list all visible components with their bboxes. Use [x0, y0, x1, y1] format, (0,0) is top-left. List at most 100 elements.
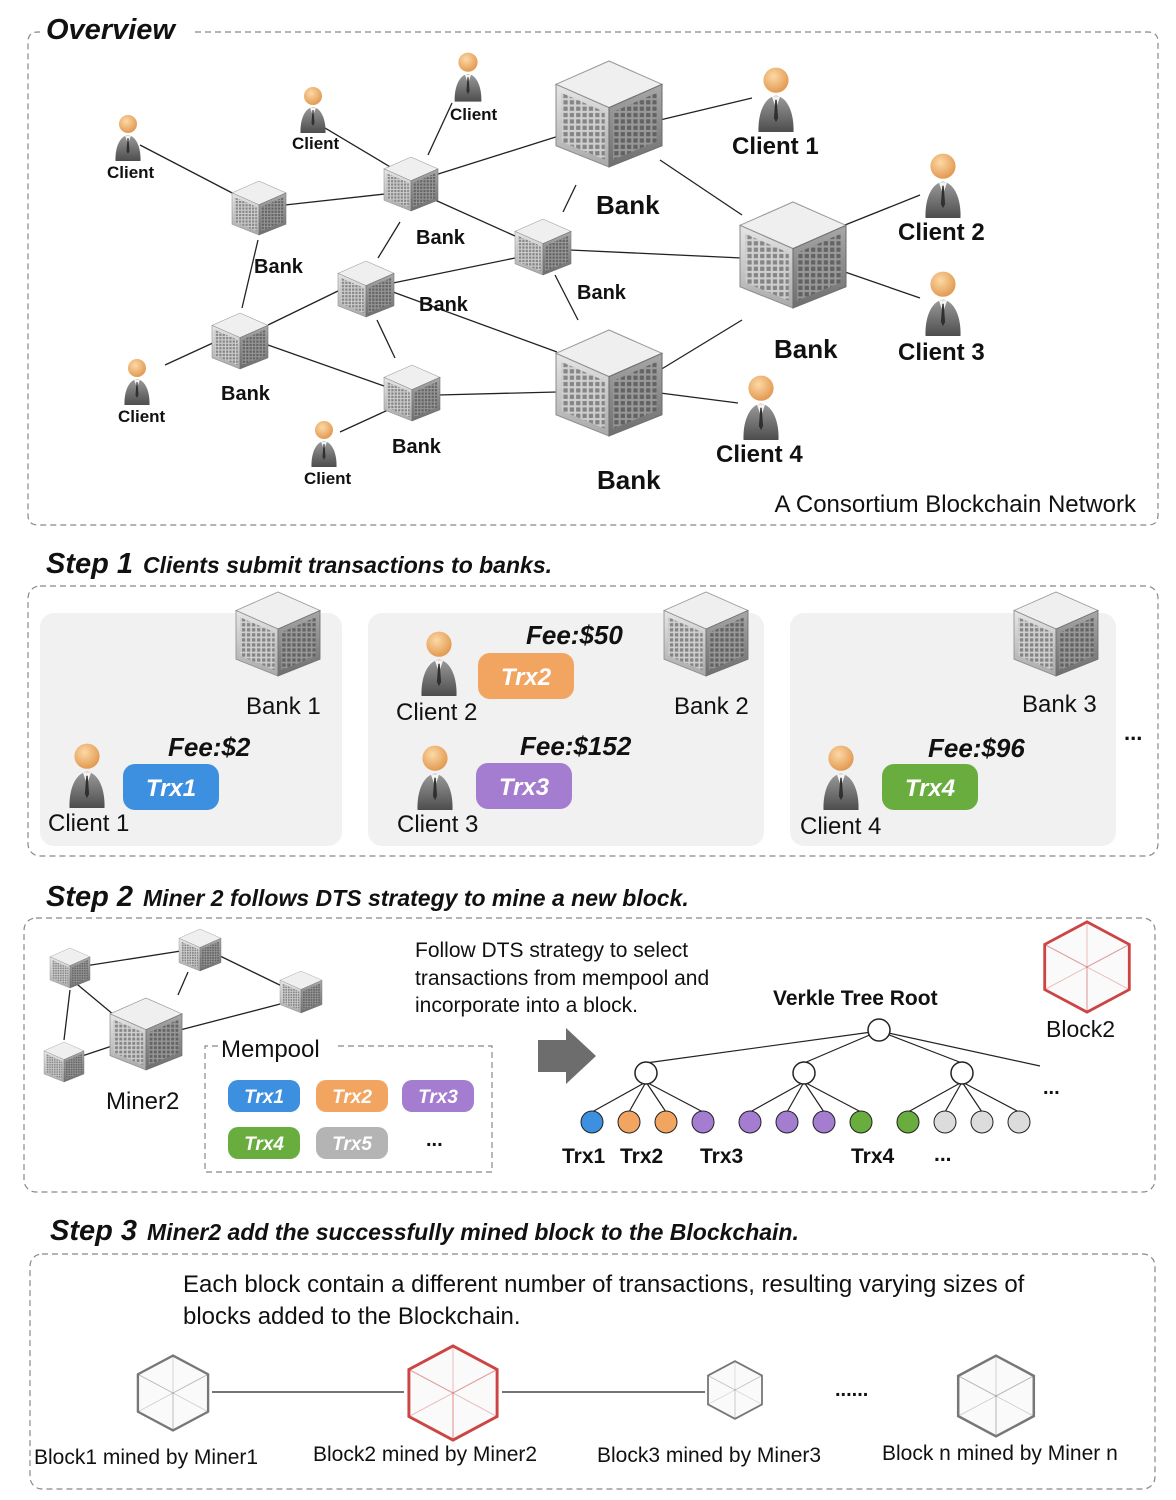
- building-icon: [109, 997, 183, 1071]
- building-icon: [1013, 591, 1099, 677]
- cube-icon: [136, 1354, 210, 1432]
- mempool-items: Trx1 Trx2 Trx3 Trx4 Trx5 ...: [228, 1080, 474, 1159]
- bank-label: Bank: [419, 294, 469, 316]
- leaf-trx3: [775, 1110, 799, 1134]
- step3-text-line-2: blocks added to the Blockchain.: [183, 1303, 521, 1330]
- building-icon: [235, 591, 321, 677]
- trx4-label: Trx4: [905, 775, 955, 802]
- cube-icon: [407, 1344, 499, 1442]
- person-icon: [300, 87, 326, 133]
- step1-label: Step 1: [46, 548, 133, 580]
- building-icon: [663, 591, 749, 677]
- building-icon: [211, 312, 269, 370]
- mempool-title: Mempool: [221, 1036, 320, 1063]
- cube-icon: [956, 1354, 1036, 1438]
- step1-desc: Clients submit transactions to banks.: [143, 552, 552, 578]
- tree-root-node: [867, 1018, 891, 1042]
- bank-label: Bank: [596, 190, 660, 220]
- bank2-label: Bank 2: [674, 693, 749, 720]
- building-icon: [739, 201, 847, 309]
- mempool-trx3: [402, 1080, 474, 1112]
- step2-desc: Miner 2 follows DTS strategy to mine a n…: [143, 885, 689, 911]
- bank3-panel: [790, 613, 1116, 846]
- arrow-icon: [538, 1028, 596, 1084]
- step1-section: Step 1 Clients submit transactions to ban…: [27, 548, 1159, 857]
- step1-border: [27, 585, 1159, 857]
- leaf-trx1: [580, 1110, 604, 1134]
- client-label: Client: [292, 134, 340, 153]
- client-2-label: Client 2: [898, 219, 985, 246]
- overview-title: Overview: [46, 14, 177, 46]
- mempool-trx1: [228, 1080, 300, 1112]
- person-icon: [743, 375, 779, 440]
- person-icon: [925, 271, 961, 336]
- building-icon: [383, 156, 439, 212]
- client-label: Client: [107, 163, 155, 182]
- tree-more: ...: [1043, 1077, 1060, 1099]
- leaf-empty: [970, 1110, 994, 1134]
- step2-heading: Step 2 Miner 2 follows DTS strategy to mi…: [46, 881, 689, 913]
- leaf-trx3: [812, 1110, 836, 1134]
- step3-text-line-1: Each block contain a different number of…: [183, 1271, 1025, 1298]
- leaf-trx3: [738, 1110, 762, 1134]
- building-icon: [555, 60, 663, 168]
- bank1-label: Bank 1: [246, 693, 321, 720]
- person-icon: [124, 359, 150, 405]
- client2-label: Client 2: [396, 699, 477, 726]
- trx2-chip: [478, 653, 574, 699]
- trx4-chip: [882, 764, 978, 810]
- step1-more: ...: [1124, 720, 1142, 745]
- mempool-border: [204, 1045, 493, 1173]
- trx3-chip: [476, 763, 572, 809]
- building-icon: [231, 180, 287, 236]
- client-label: Client: [304, 469, 352, 488]
- client-1-label: Client 1: [732, 133, 819, 160]
- bank-label: Bank: [392, 436, 442, 458]
- bank2-panel: [368, 613, 764, 846]
- client-label: Client: [450, 105, 498, 124]
- mempool-trx1-label: Trx1: [244, 1087, 284, 1108]
- miner2-label: Miner2: [106, 1088, 179, 1115]
- step1-heading: Step 1 Clients submit transactions to ban…: [46, 548, 552, 580]
- block2-mined-label: Block2 mined by Miner2: [313, 1443, 537, 1466]
- mempool-trx5-label: Trx5: [332, 1134, 372, 1155]
- leaf-trx4: [849, 1110, 873, 1134]
- client-3-label: Client 3: [898, 339, 985, 366]
- leaf-empty: [933, 1110, 957, 1134]
- building-icon: [383, 364, 441, 422]
- tree-node: [950, 1061, 974, 1085]
- leaf-trx4: [896, 1110, 920, 1134]
- client4-label: Client 4: [800, 813, 881, 840]
- leaf-label-trx2: Trx2: [620, 1145, 663, 1168]
- person-icon: [758, 67, 794, 132]
- step2-border: [23, 917, 1156, 1193]
- building-icon: [279, 970, 323, 1014]
- instruction-line-1: Follow DTS strategy to select: [415, 939, 688, 962]
- block2-label: Block2: [1046, 1016, 1115, 1042]
- building-icon: [514, 218, 572, 276]
- leaf-trx3: [691, 1110, 715, 1134]
- building-icon: [555, 329, 663, 437]
- bank-label: Bank: [254, 256, 304, 278]
- verkle-tree: ...: [580, 1018, 1060, 1134]
- person-icon: [311, 421, 337, 467]
- trx3-label: Trx3: [499, 774, 550, 801]
- verkle-root-label: Verkle Tree Root: [773, 987, 938, 1010]
- leaf-label-trx4: Trx4: [851, 1145, 895, 1168]
- mempool-trx4: [228, 1127, 300, 1159]
- leaf-label-trx3: Trx3: [700, 1145, 743, 1168]
- client-4-label: Client 4: [716, 441, 803, 468]
- step2-label: Step 2: [46, 881, 133, 913]
- fee-trx4: Fee:$96: [928, 733, 1025, 763]
- overview-border: [27, 31, 1159, 526]
- instruction-line-3: incorporate into a block.: [415, 994, 638, 1017]
- bank-label: Bank: [577, 282, 627, 304]
- mempool-trx3-label: Trx3: [418, 1087, 458, 1108]
- blockn-label: Block n mined by Miner n: [882, 1442, 1118, 1465]
- mempool-more: ...: [426, 1129, 443, 1151]
- cube-icon: [707, 1360, 763, 1420]
- building-icon: [337, 260, 395, 318]
